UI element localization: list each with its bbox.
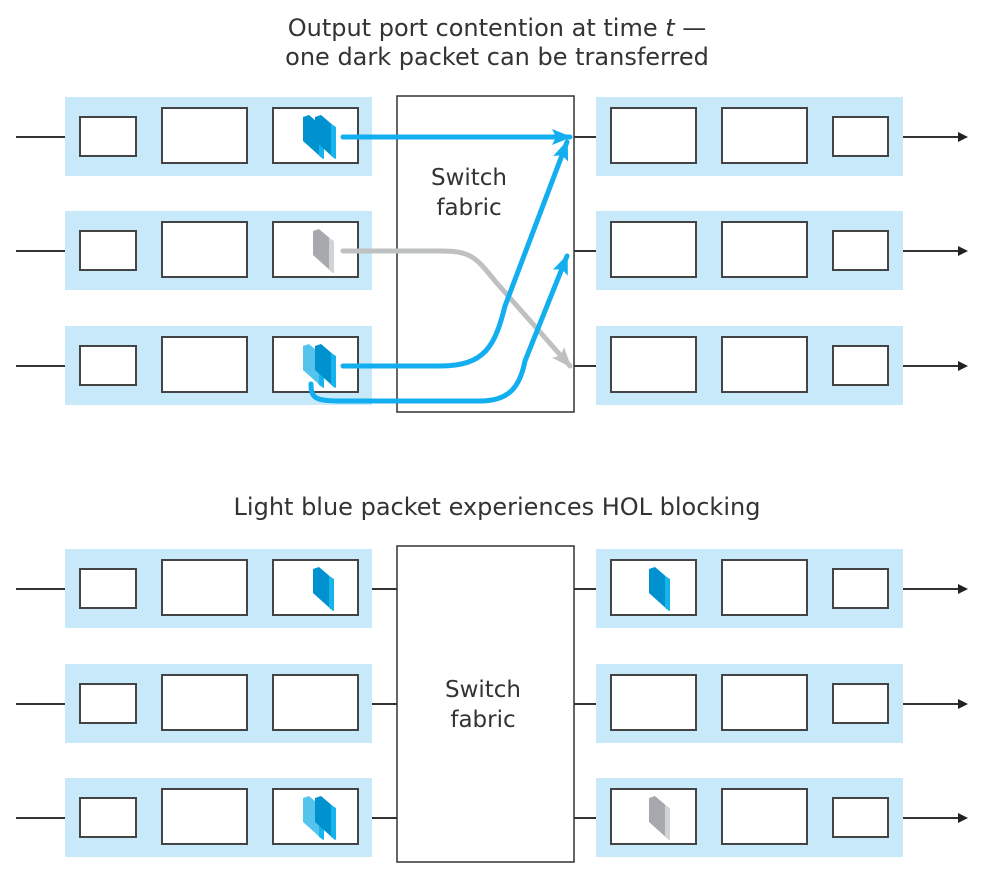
output-queue-box [610, 674, 697, 731]
input-queue-box [272, 674, 359, 731]
top-panel-caption: Output port contention at time t — one d… [0, 14, 994, 72]
output-port-2 [574, 211, 968, 290]
data-link-processing-box [161, 221, 248, 278]
data-link-processing-box [161, 674, 248, 731]
transfer-arrow-input-2-to-output-3 [340, 248, 573, 369]
line-termination-box [832, 345, 889, 386]
output-port-1 [574, 97, 968, 176]
contention-panel [16, 95, 968, 413]
input-port-3 [16, 778, 397, 857]
data-link-processing-box [721, 674, 808, 731]
switch-fabric-label-bottom-2: fabric [450, 707, 515, 733]
data-link-processing-box [161, 107, 248, 164]
data-link-processing-box [161, 559, 248, 616]
hol-blocking-panel [16, 545, 968, 863]
input-port-1 [16, 97, 397, 176]
packet-dark [315, 796, 336, 840]
switch-fabric-label-bottom-1: Switch [445, 677, 521, 703]
output-port-3 [574, 326, 968, 405]
line-termination-box [79, 230, 137, 271]
output-port-1 [574, 549, 968, 628]
caption-line-1: Output port contention at time t — [287, 14, 707, 42]
input-port-2 [16, 211, 397, 290]
transfer-arrows [308, 129, 573, 404]
line-termination-box [79, 797, 137, 838]
output-port-2 [574, 664, 968, 743]
line-termination-box [79, 116, 137, 157]
data-link-processing-box [721, 788, 808, 845]
line-termination-box [79, 568, 137, 609]
data-link-processing-box [721, 221, 808, 278]
line-termination-box [832, 797, 889, 838]
line-termination-box [832, 116, 889, 157]
switch-fabric-label-top-1: Switch [431, 165, 507, 191]
data-link-processing-box [161, 788, 248, 845]
input-port-3 [16, 326, 397, 405]
caption-line-2: one dark packet can be transferred [285, 43, 709, 71]
output-port-3 [574, 778, 968, 857]
data-link-processing-box [721, 336, 808, 393]
data-link-processing-box [721, 559, 808, 616]
line-termination-box [832, 230, 889, 271]
packet-dark [315, 115, 336, 159]
packet-dark [649, 567, 670, 611]
packet-gray [313, 229, 334, 273]
transfer-arrow-input-3-to-output-2 [308, 253, 570, 404]
packet-dark [313, 567, 334, 611]
data-link-processing-box [721, 107, 808, 164]
input-port-1 [16, 549, 397, 628]
packet-gray [649, 796, 670, 840]
data-link-processing-box [161, 336, 248, 393]
switch-fabric-label-top-2: fabric [436, 195, 501, 221]
bottom-panel-caption: Light blue packet experiences HOL blocki… [233, 493, 761, 521]
packet-dark [315, 344, 336, 388]
output-queue-box [610, 107, 697, 164]
switch-fabric-box [396, 545, 575, 863]
line-termination-box [832, 683, 889, 724]
output-queue-box [610, 221, 697, 278]
line-termination-box [79, 345, 137, 386]
input-port-2 [16, 664, 397, 743]
transfer-arrow-input-3-to-output-1 [340, 139, 570, 369]
switch-fabric-box [396, 95, 575, 413]
line-termination-box [832, 568, 889, 609]
output-queue-box [610, 336, 697, 393]
line-termination-box [79, 683, 137, 724]
